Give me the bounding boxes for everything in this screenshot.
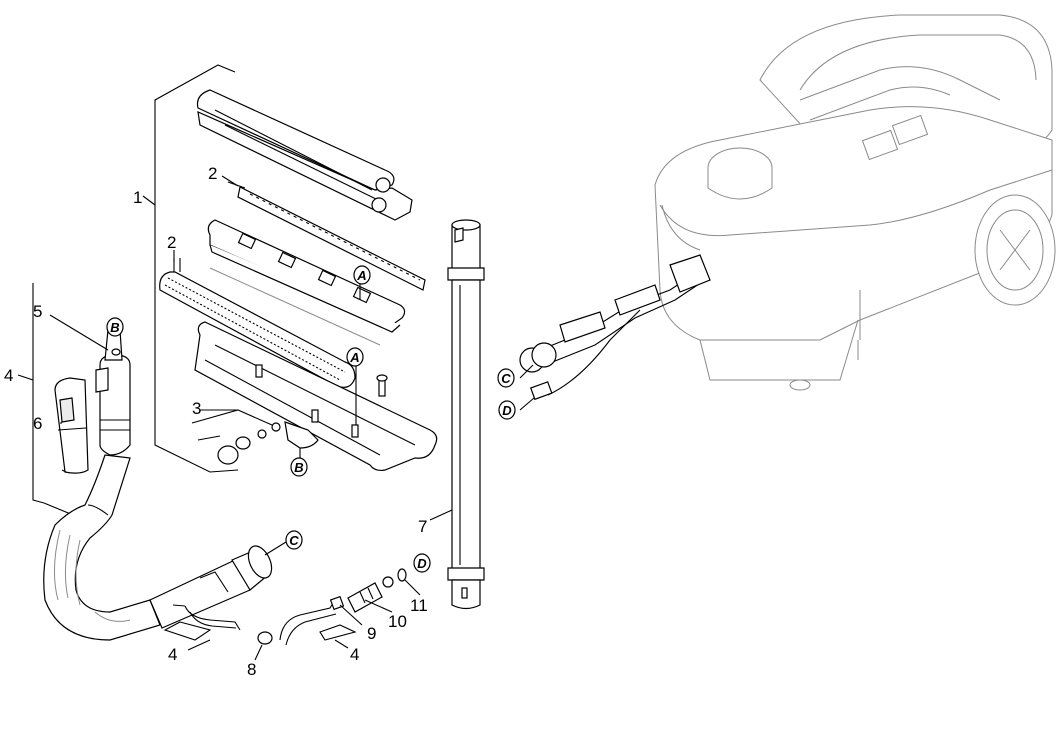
spray-line: [257, 595, 357, 646]
nipple-and-ring: [347, 568, 407, 613]
callout-6: 6: [33, 414, 42, 433]
ref-circle: [497, 368, 515, 388]
callout-2-roller: 2: [167, 233, 176, 252]
ref-c-tube: C: [289, 533, 299, 548]
ref-circle: [413, 553, 431, 573]
ref-circle: [285, 530, 303, 550]
nozzle-brush-roller: [159, 258, 356, 388]
ref-circle: [106, 317, 124, 337]
ref-d-nipple: D: [417, 556, 427, 571]
handle-sleeve: [54, 377, 89, 474]
extension-tube: [447, 219, 485, 610]
machine-hose-connector: [519, 254, 711, 411]
callout-numbers: 1 2 2 3 4 5 6 7 8 9 10 11 4 4: [4, 164, 428, 679]
callout-10: 10: [388, 612, 407, 631]
callout-3: 3: [192, 399, 201, 418]
ref-b-nozzle: B: [294, 460, 303, 475]
callout-9: 9: [367, 624, 376, 643]
machine-body: [654, 14, 1056, 391]
nozzle-bottom-shell: [194, 321, 438, 472]
reference-markers: A A B B C C D D: [106, 265, 516, 573]
callout-7: 7: [418, 517, 427, 536]
ref-circle: [353, 265, 371, 285]
ref-circle: [346, 347, 364, 367]
ref-a-upper: A: [356, 268, 366, 283]
nozzle-middle-frame: [207, 219, 406, 346]
callout-11: 11: [410, 596, 428, 615]
callout-8: 8: [247, 660, 256, 679]
suction-hose: [43, 454, 273, 641]
callout-4-left: 4: [168, 645, 177, 664]
callout-2-strip: 2: [208, 164, 217, 183]
ref-b-handpiece: B: [110, 320, 119, 335]
ref-a-lower: A: [349, 350, 359, 365]
callout-4-bracket: 4: [4, 366, 13, 385]
leader-lines: [49, 175, 453, 661]
nozzle-top-cover: [196, 89, 413, 221]
ref-c-machine: C: [501, 371, 511, 386]
ref-d-machine: D: [502, 403, 512, 418]
hand-piece: [95, 326, 131, 456]
callout-5: 5: [33, 302, 42, 321]
callout-4-right: 4: [350, 645, 359, 664]
ref-circle: [290, 457, 308, 477]
ref-circle: [498, 400, 516, 420]
callout-1: 1: [133, 188, 142, 207]
